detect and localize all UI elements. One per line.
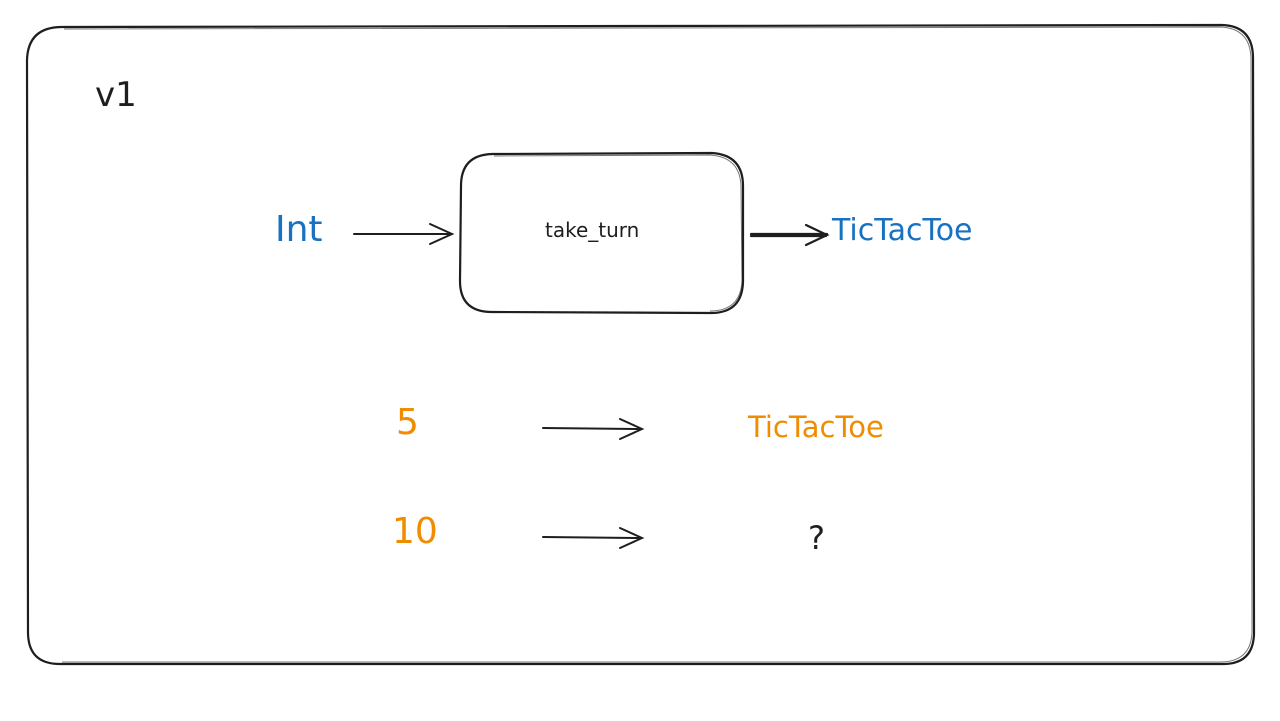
example-2-input: 10 <box>392 511 438 552</box>
example-1-output: TicTacToe <box>748 410 884 444</box>
example-1-input: 5 <box>396 402 419 443</box>
function-name-label: take_turn <box>545 218 640 242</box>
function-box <box>458 151 745 315</box>
example-2-output: ? <box>808 519 825 557</box>
input-arrow <box>353 223 455 245</box>
output-arrow <box>749 223 830 247</box>
version-label: v1 <box>95 75 137 115</box>
example-1-arrow <box>542 418 645 440</box>
input-type-label: Int <box>275 209 323 250</box>
outer-frame <box>25 23 1256 666</box>
output-type-label: TicTacToe <box>832 213 973 248</box>
example-2-arrow <box>542 527 645 549</box>
